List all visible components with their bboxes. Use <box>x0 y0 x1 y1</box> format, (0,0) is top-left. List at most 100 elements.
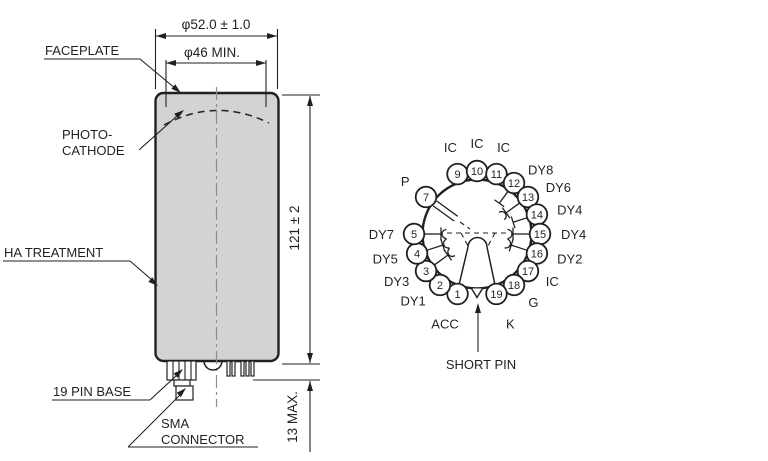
base-pin <box>231 360 236 377</box>
pin-number-4: 4 <box>414 248 420 260</box>
pin-label-5-DY7: DY7 <box>369 227 394 242</box>
pin-label-2-DY1: DY1 <box>401 293 426 308</box>
pin-circle-19 <box>485 282 508 306</box>
pin-internal-contact-symbol <box>507 227 529 241</box>
pin-label-11-IC: IC <box>497 140 510 155</box>
short-pin-text: SHORT PIN <box>446 357 516 372</box>
pin-number-19: 19 <box>490 289 502 301</box>
pin-18: 18G <box>502 273 538 310</box>
pin-number-7: 7 <box>423 192 429 204</box>
pin-number-3: 3 <box>423 266 429 278</box>
pin-circle-2 <box>428 273 452 297</box>
pin-internal-stub-symbol <box>494 191 509 208</box>
pin-internal-contact-symbol <box>504 238 527 252</box>
pin-circle-7 <box>414 185 438 209</box>
dim-faceplate-diameter: φ46 MIN. <box>165 45 267 107</box>
sma-neck <box>173 379 191 387</box>
tube-side-view: φ52.0 ± 1.0 φ46 MIN. 121 ± 2 13 MAX. <box>3 17 320 452</box>
pin-7: 7P <box>401 174 459 222</box>
pin-label-13-DY6: DY6 <box>546 180 571 195</box>
pin-5: 5 DY7 <box>369 222 447 246</box>
pin-base-text: 19 PIN BASE <box>53 384 131 399</box>
base-pin <box>226 360 231 377</box>
pin-circle-3 <box>414 259 438 283</box>
photocathode-text-2: CATHODE <box>62 143 125 158</box>
pin-internal-coax-symbol <box>432 200 459 222</box>
pin-internal-contact-symbol <box>498 202 520 221</box>
base-pin <box>250 360 255 377</box>
label-ha-treatment: HA TREATMENT <box>3 245 158 286</box>
pin-number-9: 9 <box>454 169 460 181</box>
pin-4: 4 DY5 <box>373 238 450 267</box>
pin-circle-1 <box>446 282 469 306</box>
pin-internal-stub-symbol <box>510 216 527 229</box>
pin-circle-18 <box>502 273 526 297</box>
dim-base-height-text: 13 MAX. <box>285 391 300 443</box>
faceplate-text: FACEPLATE <box>45 43 120 58</box>
pin-internal-contact-symbol <box>434 247 456 266</box>
pin-circle-16 <box>525 242 549 265</box>
label-faceplate: FACEPLATE <box>44 43 181 93</box>
pin-16: 16 DY2 <box>504 238 582 267</box>
pin-label-3-DY3: DY3 <box>384 274 409 289</box>
sma-plug <box>175 385 194 401</box>
dim-body-height-text: 121 ± 2 <box>287 206 302 251</box>
short-pin-notch <box>470 288 484 299</box>
pin-label-15-DY4: DY4 <box>561 227 586 242</box>
center-electrode-arc <box>467 236 488 248</box>
pin-label-14-DY4: DY4 <box>557 202 582 217</box>
pin-number-1: 1 <box>454 289 460 301</box>
pin-label-19-K: K <box>506 316 515 331</box>
pin-label-12-DY8: DY8 <box>528 162 553 177</box>
pin-internal-contact-symbol <box>427 238 450 252</box>
pin-number-2: 2 <box>437 280 443 292</box>
pin-label-16-DY2: DY2 <box>557 252 582 267</box>
pin-circle-17 <box>516 259 540 283</box>
sma-text-1: SMA <box>161 416 190 431</box>
label-short-pin: SHORT PIN <box>446 303 516 372</box>
pin-label-7-P: P <box>401 174 410 189</box>
pin-number-12: 12 <box>508 178 520 190</box>
label-photocathode: PHOTO- CATHODE <box>62 110 184 158</box>
dim-base-height: 13 MAX. <box>253 379 320 452</box>
pin-circle-12 <box>502 171 526 195</box>
label-pin-base: 19 PIN BASE <box>52 369 183 401</box>
dim-outer-diameter: φ52.0 ± 1.0 <box>154 17 279 89</box>
pin-circle-5 <box>402 222 426 246</box>
pin-19: 19K <box>485 282 515 331</box>
pin-12: 12 DY8 <box>494 162 553 208</box>
pin-internal-contact-symbol <box>425 227 447 241</box>
pin-label-4-DY5: DY5 <box>373 252 398 267</box>
pin-number-16: 16 <box>531 248 543 260</box>
pin-number-17: 17 <box>522 266 534 278</box>
base-pin <box>240 360 245 377</box>
ha-treatment-text: HA TREATMENT <box>4 245 103 260</box>
pin-label-9-IC: IC <box>444 140 457 155</box>
label-sma-connector: SMA CONNECTOR <box>127 388 258 448</box>
pin-label-18-G: G <box>528 295 538 310</box>
pin-number-15: 15 <box>534 229 546 241</box>
photocathode-text-1: PHOTO- <box>62 127 112 142</box>
pin-label-1-ACC: ACC <box>431 316 458 331</box>
pin-number-11: 11 <box>491 169 502 181</box>
pin-circle-13 <box>516 185 540 209</box>
stem-dome <box>203 360 223 371</box>
pin-number-10: 10 <box>471 166 483 178</box>
pin-circle-11 <box>485 162 508 186</box>
photocathode-arc <box>163 109 270 126</box>
pin-number-14: 14 <box>531 210 543 222</box>
pin-9: 9 IC <box>444 140 469 186</box>
pin-number-18: 18 <box>508 280 520 292</box>
dim-faceplate-diameter-text: φ46 MIN. <box>184 45 240 60</box>
pin-14: 14 DY4 <box>510 202 582 229</box>
internal-wiring <box>447 221 507 286</box>
pin-number-5: 5 <box>411 229 417 241</box>
